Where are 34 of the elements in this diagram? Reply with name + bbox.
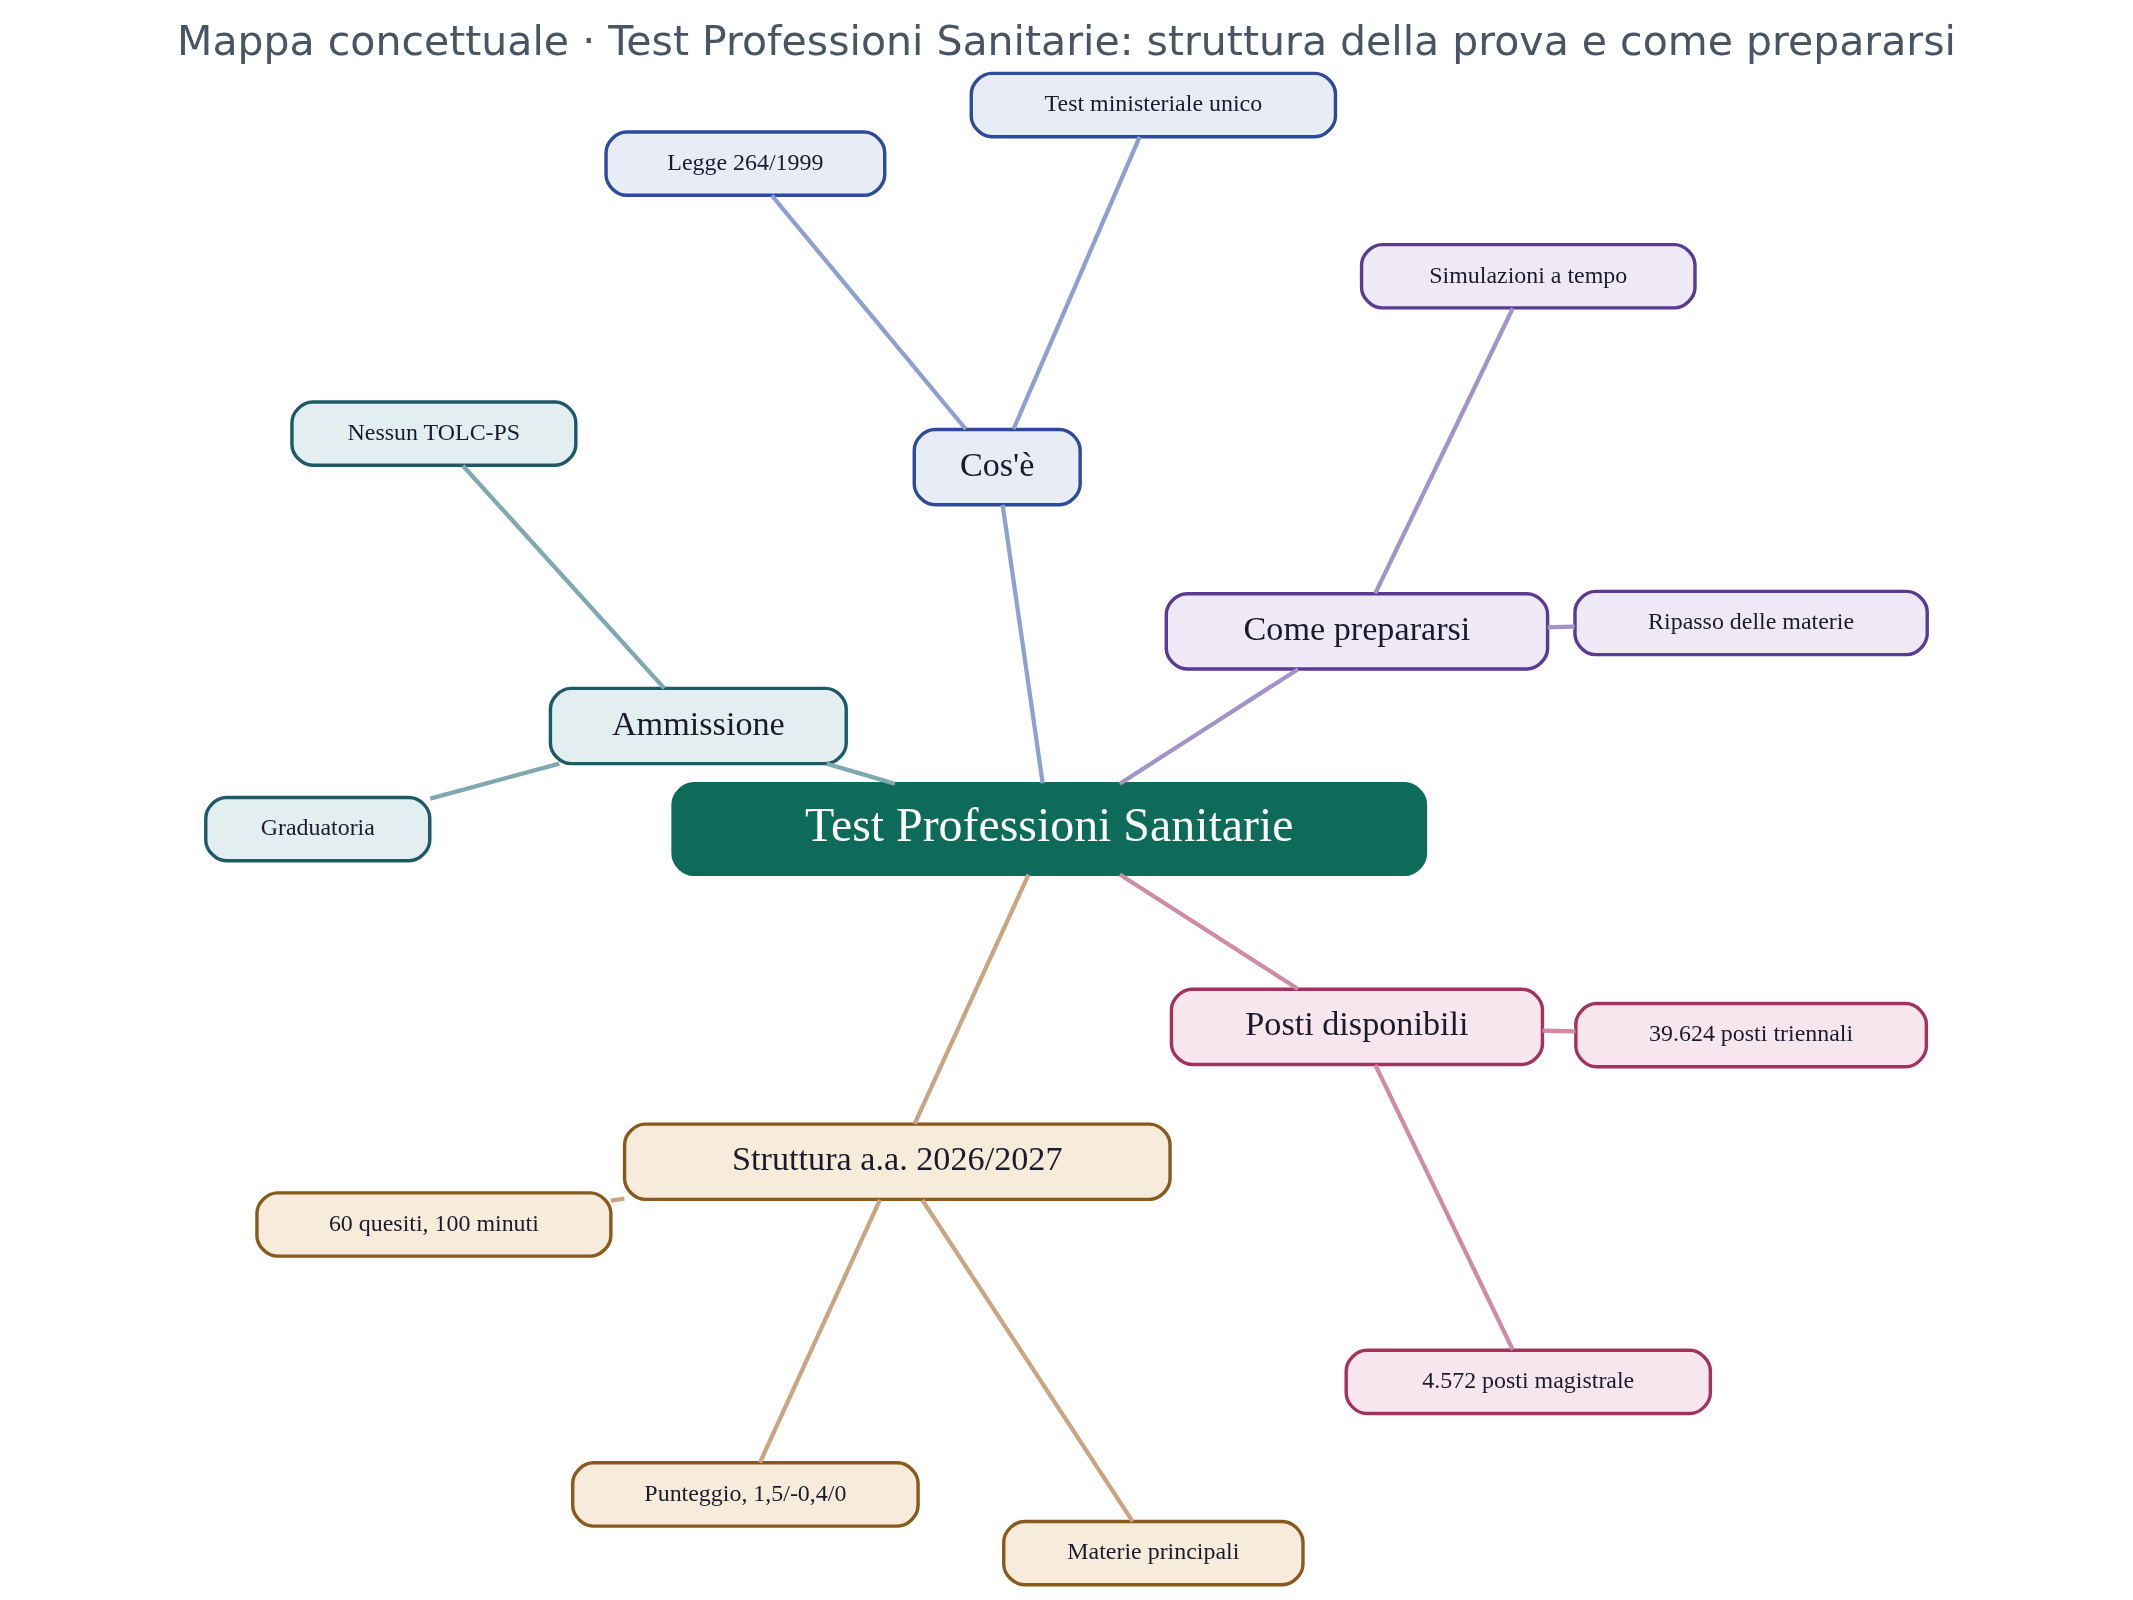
connector — [429, 761, 560, 801]
diagram-title: Mappa concettuale · Test Professioni Sanitarie: struttura della prova e come prepararsi — [177, 16, 1956, 65]
connector — [1542, 1028, 1576, 1034]
connector — [770, 194, 968, 431]
connector — [461, 464, 666, 690]
node-box: Struttura a.a. 2026/2027 — [622, 1122, 1172, 1202]
connector — [1547, 624, 1575, 630]
connector — [1011, 135, 1142, 430]
node-box: Graduatoria — [204, 795, 432, 863]
node-box: 60 quesiti, 100 minuti — [255, 1191, 613, 1258]
node-box: Legge 264/1999 — [604, 130, 887, 198]
node-box: Materie principali — [1002, 1519, 1305, 1587]
connector — [825, 761, 896, 786]
node-box: Test Professioni Sanitarie — [671, 782, 1428, 877]
connector — [1000, 504, 1045, 784]
connector — [610, 1196, 625, 1203]
connector — [1118, 667, 1300, 786]
connector — [1373, 1063, 1515, 1351]
node-box: Ripasso delle materie — [1573, 589, 1929, 657]
connector — [1373, 307, 1515, 595]
node-box: Punteggio, 1,5/-0,4/0 — [570, 1461, 920, 1528]
connector — [1118, 872, 1300, 991]
node-box: Simulazioni a tempo — [1359, 242, 1697, 310]
node-box: Cos'è — [912, 427, 1082, 507]
node-box: Ammissione — [548, 686, 848, 766]
node-box: Posti disponibili — [1169, 987, 1545, 1067]
connector — [912, 873, 1031, 1125]
node-box: Nessun TOLC-PS — [290, 400, 578, 467]
node-box: Test ministeriale unico — [969, 71, 1338, 139]
node-box: 39.624 posti triennali — [1574, 1001, 1929, 1069]
node-box: 4.572 posti magistrale — [1344, 1348, 1713, 1416]
connector — [920, 1198, 1135, 1523]
node-box: Come prepararsi — [1164, 592, 1550, 671]
connector — [757, 1199, 882, 1464]
